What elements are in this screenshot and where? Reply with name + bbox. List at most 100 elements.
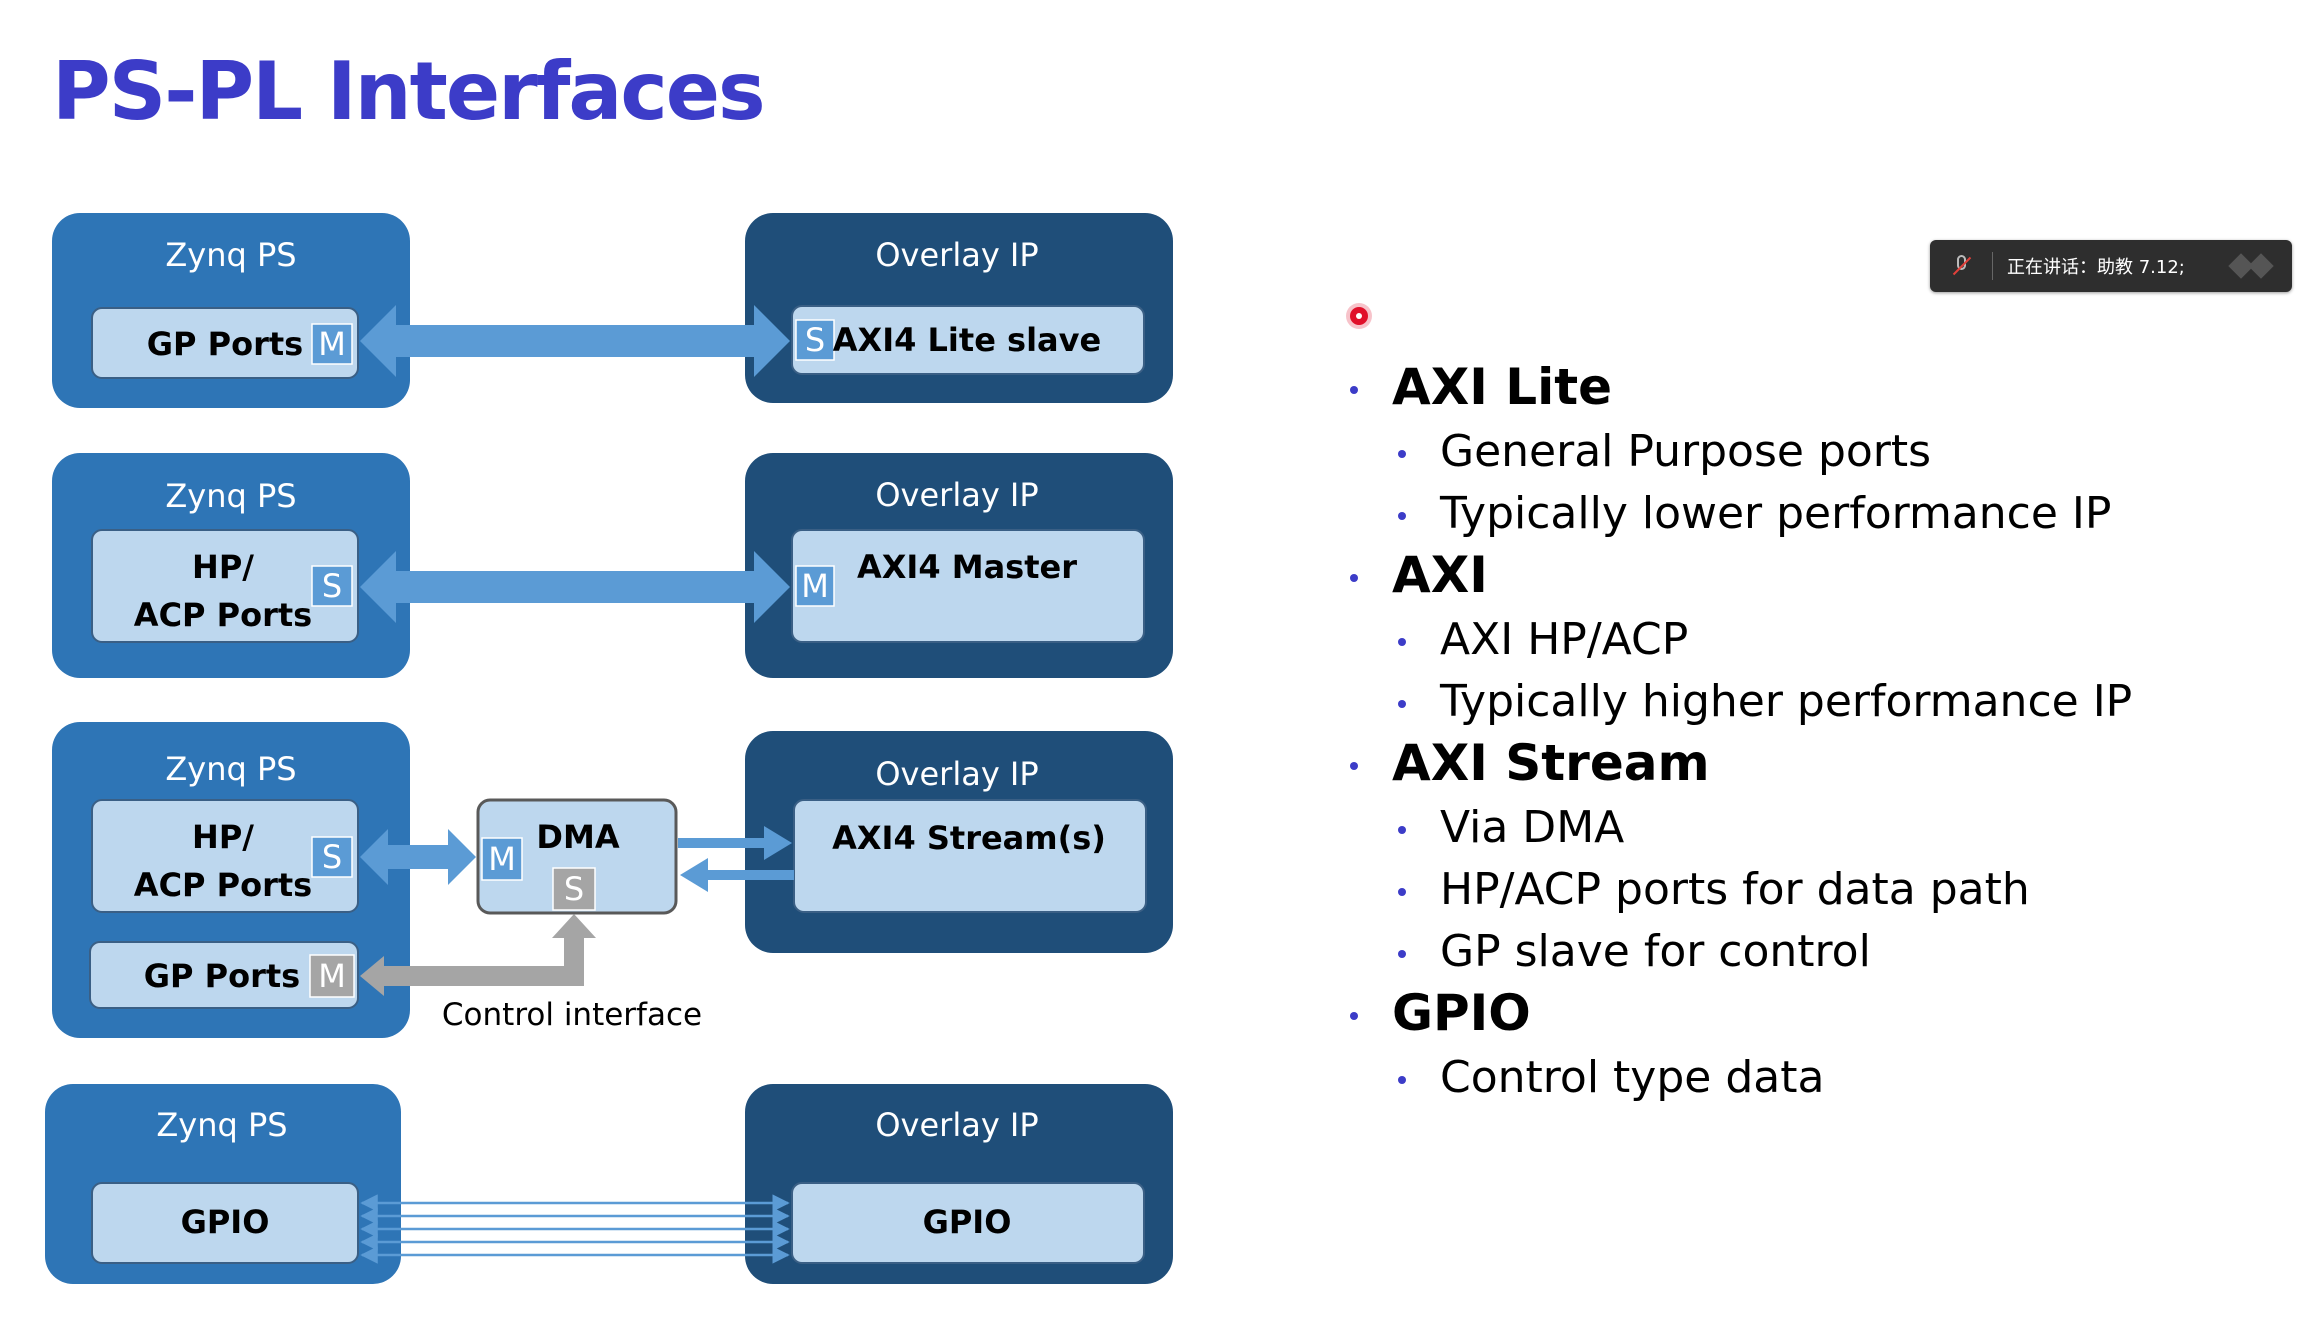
bullet-heading: AXI Lite [1340, 362, 2240, 412]
row3-control-caption: Control interface [442, 997, 702, 1033]
bullet-dot-icon [1350, 762, 1358, 770]
bullet-dot-icon [1398, 950, 1406, 958]
row3-dma-block [476, 798, 678, 915]
row3-gp-port-label: GP Ports [144, 957, 300, 995]
row3-ps-tag: S [322, 838, 342, 876]
row1-ip-tag: S [805, 321, 825, 359]
bullet-subitem-text: Via DMA [1440, 802, 1625, 853]
page-title: PS-PL Interfaces [52, 45, 766, 138]
bullet-dot-icon [1350, 1012, 1358, 1020]
row3-ip-port [793, 799, 1147, 913]
row1-ps-port [91, 307, 359, 379]
bullet-dot-icon [1398, 638, 1406, 646]
bullet-dot-icon [1350, 574, 1358, 582]
row2-ip-title: Overlay IP [875, 476, 1038, 514]
row2-ip-tag-box [795, 565, 835, 607]
row3-dma-to-ip-arrow [678, 826, 792, 860]
bullet-subitem: GP slave for control [1340, 930, 2240, 974]
bullet-dot-icon [1398, 700, 1406, 708]
bullet-dot-icon [1398, 512, 1406, 520]
row4-ip-port-label: GPIO [923, 1203, 1012, 1241]
row3-ps-tag-box [311, 836, 353, 878]
row3-ps-port-label-1: HP/ [192, 818, 254, 856]
row3-ip-to-dma-arrow [680, 858, 794, 892]
row2-bidirectional-arrow [360, 551, 790, 623]
bullet-heading: GPIO [1340, 988, 2240, 1038]
row3-gp-tag-box [309, 954, 355, 998]
bullet-subitem-text: HP/ACP ports for data path [1440, 864, 2030, 915]
bullet-subitem-text: Typically higher performance IP [1440, 676, 2133, 727]
row4-ip-title: Overlay IP [875, 1106, 1038, 1144]
row3-gp-port [89, 941, 359, 1009]
row2-ps-tag: S [322, 567, 342, 605]
row1-ip-tag-box [795, 319, 835, 361]
row1-ps-tag-box [311, 323, 353, 365]
row2-ps-title: Zynq PS [165, 477, 296, 515]
row4-ps-port-label: GPIO [181, 1203, 270, 1241]
row4-ip-port [791, 1182, 1145, 1264]
bullet-subitem-text: Control type data [1440, 1052, 1825, 1103]
row1-ps-title: Zynq PS [165, 236, 296, 274]
speaker-text: 正在讲话：助教 7.12; [2007, 257, 2185, 278]
row3-dma-tag-m-box [481, 837, 523, 881]
row3-dma-tag-m: M [488, 840, 516, 878]
row4-ps-port [91, 1182, 359, 1264]
bullet-dot-icon [1398, 888, 1406, 896]
row4-gpio-lines [360, 1194, 790, 1264]
bullet-heading: AXI Stream [1340, 738, 2240, 788]
bullet-subitem: AXI HP/ACP [1340, 618, 2240, 662]
row2-ip-port-label: AXI4 Master [857, 548, 1077, 586]
row2-ip-port [791, 529, 1145, 643]
bullet-subitem: Typically higher performance IP [1340, 680, 2240, 724]
bullet-subitem: Control type data [1340, 1056, 2240, 1100]
row2-ip-tag: M [801, 567, 829, 605]
row3-gp-tag: M [318, 957, 346, 995]
row1-ip-title: Overlay IP [875, 236, 1038, 274]
row1-ip-port-label: AXI4 Lite slave [833, 321, 1101, 359]
row3-ip-title: Overlay IP [875, 755, 1038, 793]
bullet-subitem: General Purpose ports [1340, 430, 2240, 474]
bullet-dot-icon [1350, 386, 1358, 394]
row3-ps-title: Zynq PS [165, 750, 296, 788]
mic-muted-icon[interactable] [1948, 252, 1976, 280]
bullet-heading: AXI [1340, 550, 2240, 600]
row3-ps-port [91, 799, 359, 913]
app-logo-icon [2224, 253, 2280, 279]
row4-ps-title: Zynq PS [156, 1106, 287, 1144]
row3-control-arrow [360, 914, 596, 996]
laser-pointer-icon [1350, 307, 1368, 325]
bullet-heading-text: AXI Stream [1392, 734, 1710, 792]
bullet-subitem: HP/ACP ports for data path [1340, 868, 2240, 912]
row3-ip-port-label: AXI4 Stream(s) [832, 819, 1106, 857]
row3-ps-port-label-2: ACP Ports [134, 866, 312, 904]
bullet-subitem: Via DMA [1340, 806, 2240, 850]
bullet-dot-icon [1398, 1076, 1406, 1084]
bullet-group: GPIO Control type data [1340, 988, 2240, 1100]
bullet-subitem-text: General Purpose ports [1440, 426, 1932, 477]
bullet-subitem-text: Typically lower performance IP [1440, 488, 2112, 539]
bullet-subitem-text: GP slave for control [1440, 926, 1871, 977]
bullet-subitem: Typically lower performance IP [1340, 492, 2240, 536]
bullet-group: AXI AXI HP/ACP Typically higher performanc… [1340, 550, 2240, 724]
row1-ip-port [791, 305, 1145, 375]
row2-ps-port-label-2: ACP Ports [134, 596, 312, 634]
row2-ps-port-label-1: HP/ [192, 548, 254, 586]
row3-dma-tag-s: S [564, 870, 584, 908]
bullet-dot-icon [1398, 450, 1406, 458]
bullet-heading-text: AXI [1392, 546, 1488, 604]
row2-ps-tag-box [311, 565, 353, 607]
bullet-dot-icon [1398, 826, 1406, 834]
bullet-subitem-text: AXI HP/ACP [1440, 614, 1689, 665]
bullet-heading-text: GPIO [1392, 984, 1531, 1042]
meeting-speaker-bar[interactable]: 正在讲话：助教 7.12; [1930, 240, 2292, 292]
row3-dma-label: DMA [536, 818, 619, 856]
row2-ps-port [91, 529, 359, 643]
row3-dma-tag-s-box [552, 867, 596, 911]
divider [1992, 252, 1993, 280]
row1-bidirectional-arrow [360, 305, 790, 377]
row1-ps-port-label: GP Ports [147, 325, 303, 363]
